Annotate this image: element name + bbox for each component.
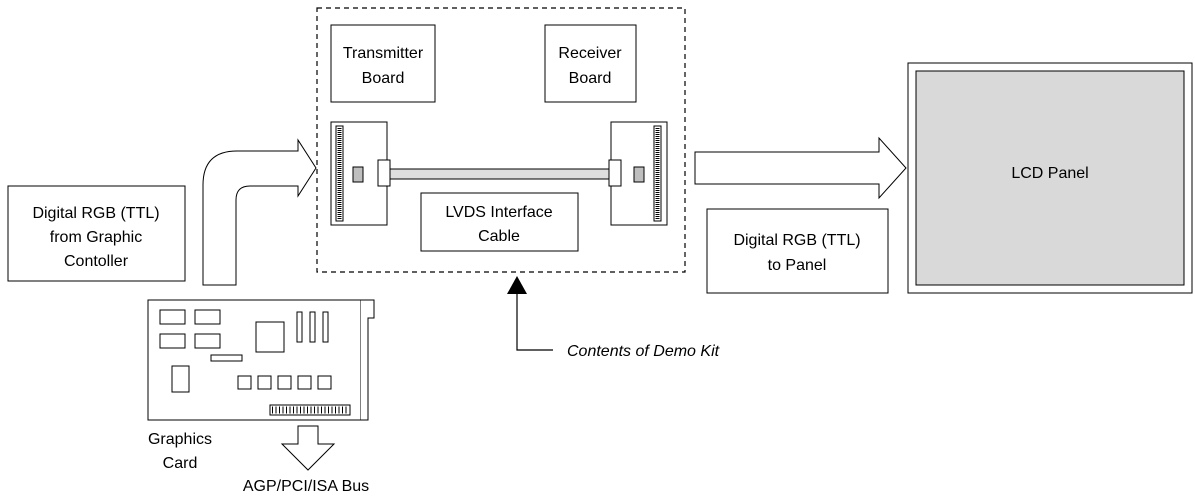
transmitter-board-label-2: Board	[362, 70, 405, 87]
lvds-cable-box: LVDS Interface Cable	[420, 192, 579, 252]
transmitter-connector-icon	[330, 121, 391, 226]
demo-kit-pointer: Contents of Demo Kit	[507, 276, 720, 360]
lvds-cable	[389, 168, 612, 180]
lcd-panel: LCD Panel	[907, 62, 1193, 294]
receiver-board-label: Receiver	[558, 45, 622, 62]
output-signal-arrow	[694, 136, 907, 200]
receiver-board-label-2: Board	[569, 70, 612, 87]
output-signal-label-2: to Panel	[768, 257, 827, 274]
lvds-cable-label-2: Cable	[478, 228, 520, 245]
graphics-card-icon	[147, 299, 375, 421]
lcd-panel-label: LCD Panel	[1011, 165, 1088, 182]
input-signal-label-3: Contoller	[64, 253, 129, 270]
graphics-card-label-1: Graphics	[148, 431, 212, 448]
demo-kit-boundary	[316, 7, 686, 273]
transmitter-board-label: Transmitter	[343, 45, 424, 62]
receiver-board-box: Receiver Board	[544, 24, 637, 103]
bus-arrow	[280, 425, 336, 471]
demo-kit-label: Contents of Demo Kit	[567, 343, 720, 360]
output-signal-box: Digital RGB (TTL) to Panel	[706, 208, 889, 294]
bus-label: AGP/PCI/ISA Bus	[243, 478, 369, 495]
lvds-cable-label: LVDS Interface	[445, 204, 552, 221]
output-signal-label-1: Digital RGB (TTL)	[733, 232, 860, 249]
input-signal-box: Digital RGB (TTL) from Graphic Contoller	[7, 185, 186, 282]
input-signal-label-2: from Graphic	[50, 229, 142, 246]
input-signal-arrow	[202, 138, 317, 286]
transmitter-board-box: Transmitter Board	[330, 24, 436, 103]
graphics-card-label-2: Card	[163, 455, 198, 472]
receiver-connector-icon	[608, 121, 668, 226]
input-signal-label-1: Digital RGB (TTL)	[32, 205, 159, 222]
